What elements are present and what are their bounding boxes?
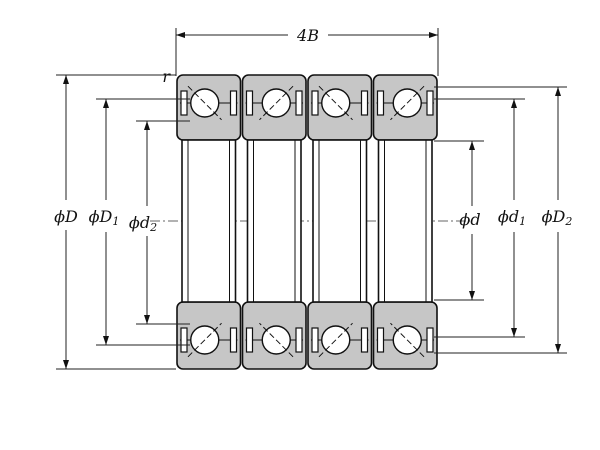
seal-right [295,90,303,116]
D2-label: ϕD2 [542,207,573,228]
seal-right [360,327,369,353]
contact-angle-line [390,85,425,121]
seal-left [376,90,385,116]
dimension-bore: ϕd [434,140,484,301]
contact-angle-line [187,85,222,121]
seal-right [426,327,434,353]
contact-angle-line [318,322,353,358]
seal-left [311,90,319,116]
bore-section [181,139,237,303]
bore-section [312,139,368,303]
seal-left [180,90,188,116]
bearing-set [176,74,438,370]
seal-left [245,90,254,116]
contact-angle-line [259,322,294,358]
seal-left [311,327,319,353]
outer-diameter-label: ϕD [54,207,78,226]
dimension-outer-diameter: ϕD [54,74,176,370]
contact-angle-line [390,322,425,358]
seal-left [376,327,385,353]
D1-label: ϕD1 [89,207,120,228]
bearing-3 [307,74,373,370]
d2-label: ϕd2 [129,213,157,234]
seal-right [229,90,238,116]
bore-section [377,139,433,303]
bearing-4 [372,74,438,370]
radius-label: r [162,67,171,86]
dimension-d1: ϕd1 [434,98,526,338]
dimension-d2: ϕd2 [129,120,190,325]
bore-label: ϕd [459,210,480,229]
bearing-1 [176,74,242,370]
bearing-2 [241,74,307,370]
dimension-D1: ϕD1 [89,98,190,346]
seal-right [295,327,303,353]
bore-section [246,139,302,303]
seal-right [229,327,238,353]
contact-angle-line [187,322,222,358]
width-dimension: 4B [175,26,439,76]
contact-angle-line [259,85,294,121]
seal-left [180,327,188,353]
seal-right [426,90,434,116]
seal-right [360,90,369,116]
d1-label: ϕd1 [498,207,526,228]
dimension-D2: ϕD2 [434,86,573,354]
width-label: 4B [296,26,319,45]
contact-angle-line [318,85,353,121]
seal-left [245,327,254,353]
